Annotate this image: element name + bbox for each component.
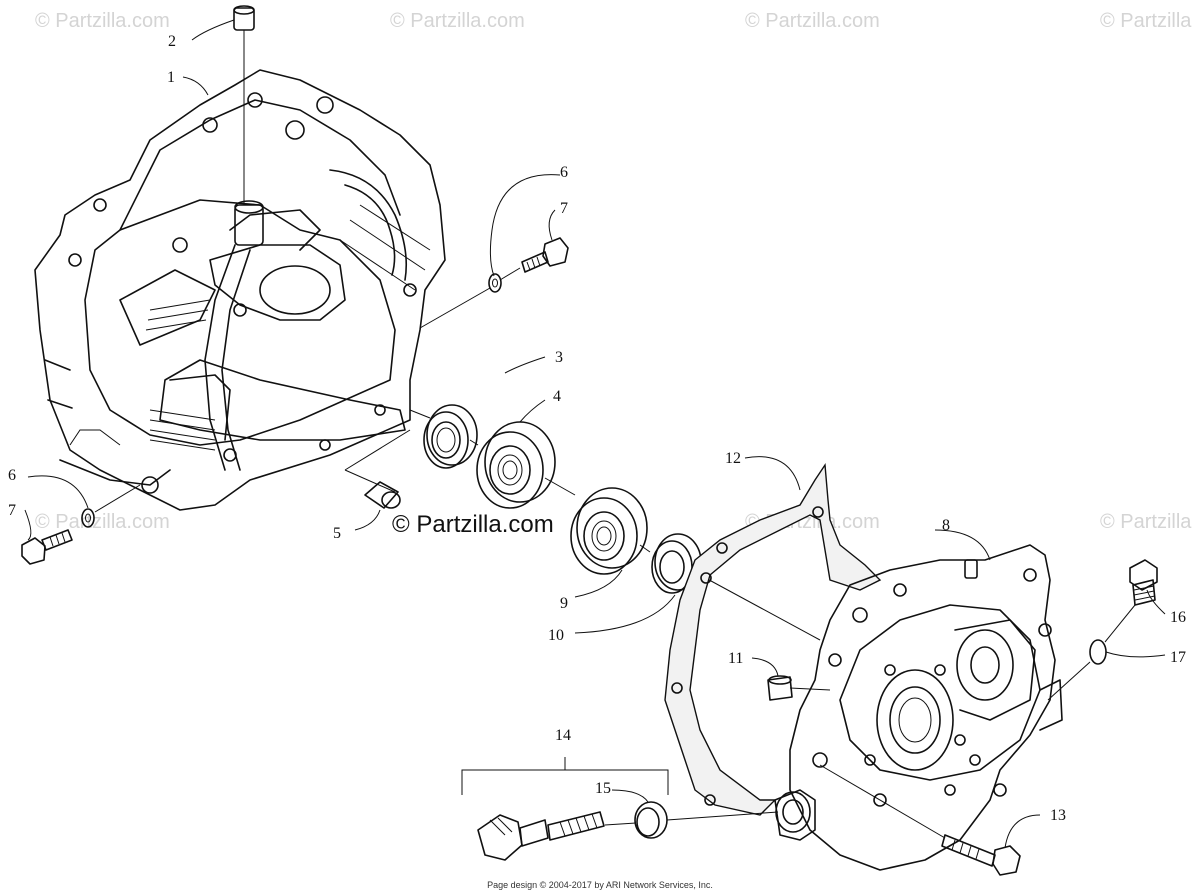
callout-5: 5 <box>333 525 341 542</box>
callout-8: 8 <box>942 517 950 534</box>
callout-4: 4 <box>553 388 561 405</box>
washer-part-6-upper <box>488 273 502 293</box>
crankcase-cover-part-8 <box>774 544 1063 871</box>
cap-part-11 <box>767 675 831 701</box>
bolt-part-7-upper <box>419 237 569 329</box>
callout-1: 1 <box>167 69 175 86</box>
crankcase-part-1 <box>34 69 446 511</box>
bearing-part-9 <box>570 487 648 575</box>
callout-3: 3 <box>555 349 563 366</box>
callout-14: 14 <box>555 727 571 744</box>
watermark-top-4: © Partzilla <box>1100 10 1192 32</box>
watermark-center: © Partzilla.com <box>392 511 554 538</box>
bearing-part-4 <box>476 421 556 509</box>
dowel-part-2 <box>233 5 255 205</box>
callout-labels: 2 1 6 7 3 4 6 7 5 12 8 9 10 11 16 17 14 … <box>8 33 1186 824</box>
dowel-pin-part-5 <box>344 429 411 509</box>
watermark-top-2: © Partzilla.com <box>390 10 525 32</box>
callout-6-upper: 6 <box>560 164 568 181</box>
callout-9: 9 <box>560 595 568 612</box>
footer-copyright: Page design © 2004-2017 by ARI Network S… <box>487 880 713 890</box>
callout-13: 13 <box>1050 807 1066 824</box>
o-ring-part-17 <box>1047 639 1107 701</box>
gasket-part-12 <box>664 462 882 816</box>
watermark-top-1: © Partzilla.com <box>35 10 170 32</box>
watermark-mid-4: © Partzilla <box>1100 511 1192 533</box>
dipstick-part-14 <box>461 757 669 861</box>
watermark-top-3: © Partzilla.com <box>745 10 880 32</box>
oil-seal-part-3 <box>423 404 478 469</box>
callout-11: 11 <box>728 650 743 667</box>
watermark-group: © Partzilla.com © Partzilla.com © Partzi… <box>35 10 1192 538</box>
callout-2: 2 <box>168 33 176 50</box>
callout-7-upper: 7 <box>560 200 568 217</box>
washer-part-6-lower <box>81 508 95 528</box>
callout-15: 15 <box>595 780 611 797</box>
callout-12: 12 <box>725 450 741 467</box>
callout-17: 17 <box>1170 649 1186 666</box>
callout-10: 10 <box>548 627 564 644</box>
bolt-part-7-lower <box>21 484 141 565</box>
watermark-mid-1: © Partzilla.com <box>35 511 170 533</box>
callout-leaders <box>24 19 1166 849</box>
callout-6-lower: 6 <box>8 467 16 484</box>
callout-7-lower: 7 <box>8 502 16 519</box>
o-ring-part-15 <box>604 801 779 839</box>
bolt-part-13 <box>819 764 1021 876</box>
drain-plug-part-16 <box>1104 559 1158 643</box>
callout-16: 16 <box>1170 609 1186 626</box>
